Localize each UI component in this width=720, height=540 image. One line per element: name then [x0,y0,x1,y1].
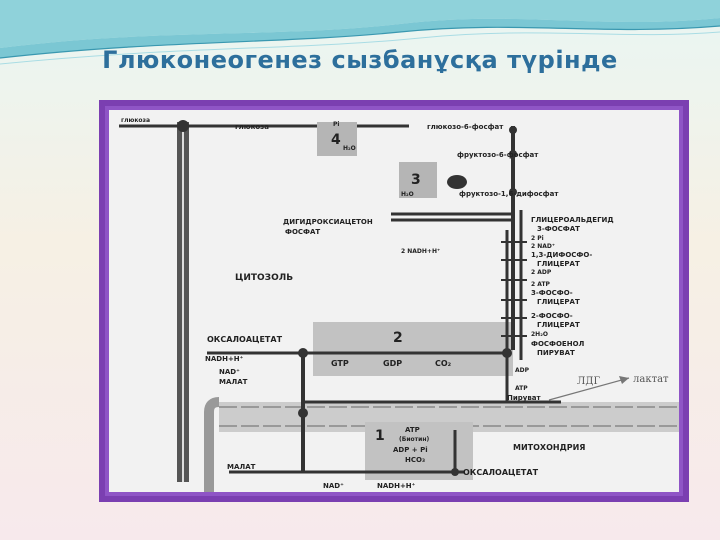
nadh-label: NADH+H⁺ [205,355,244,363]
glucose-outside-label: глюкоза [121,117,150,124]
g3p-label-2: 3-ФОСФАТ [537,225,580,233]
bpg-label-1: 1,3-ДИФОСФО- [531,251,592,259]
step-3-box [399,162,437,198]
lactate-arrowhead [619,376,629,384]
step-4-box [317,122,357,156]
diagram-canvas: 4 3 2 1 глюкоза ЦИТОЗОЛЬ ОКСАЛОАЦЕТАТ NA… [109,110,679,492]
step-4-number: 4 [331,132,341,148]
gtp-label: GTP [331,359,349,368]
pathway-ticks [501,241,527,337]
glucose-label: глюкоза [235,123,269,131]
nadh-mid-label: 2 NADH+H⁺ [401,248,440,255]
decorative-wave [0,0,720,65]
atp2-label: 2 ATP [531,281,551,288]
node [502,348,512,358]
malate-mito-label: МАЛАТ [227,463,256,471]
dhap-label-2: ФОСФАТ [285,228,320,236]
step-2-number: 2 [393,330,403,346]
step-1-number: 1 [375,428,385,444]
nad-bottom-label: NAD⁺ [323,482,344,490]
mito-membrane-curve [204,397,220,492]
node [509,188,517,196]
gluconeogenesis-diagram: 4 3 2 1 глюкоза ЦИТОЗОЛЬ ОКСАЛОАЦЕТАТ NA… [119,117,679,492]
bpg-label-2: ГЛИЦЕРАТ [537,260,580,268]
cytosol-label: ЦИТОЗОЛЬ [235,273,293,283]
pep-label-1: ФОСФОЕНОЛ [531,340,585,348]
co2-label: CO₂ [435,359,452,368]
h2o-2-label: 2H₂O [531,331,548,338]
f16bp-label: фруктозо-1,6-дифосфат [459,190,559,198]
node [451,468,459,476]
slide-title: Глюконеогенез сызбанұсқа түрінде [102,46,618,74]
mitochondria-label: МИТОХОНДРИЯ [513,443,585,452]
pg3-label-2: ГЛИЦЕРАТ [537,298,580,306]
dhap-label-1: ДИГИДРОКСИАЦЕТОН [283,218,373,226]
nad-label: NAD⁺ [219,368,240,376]
pg3-label-1: 3-ФОСФО- [531,289,573,297]
lactate-arrow [548,377,630,401]
gdp-label: GDP [383,359,402,368]
step-3-number: 3 [411,172,421,188]
adp-label: ADP [515,367,530,374]
h2o-top-label: H₂O [343,145,356,152]
biotin-label: (Биотин) [399,436,429,443]
g6p-label: глюкозо-6-фосфат [427,123,504,131]
node [509,150,517,158]
diagram-frame: 4 3 2 1 глюкоза ЦИТОЗОЛЬ ОКСАЛОАЦЕТАТ NA… [99,100,689,502]
pg2-label-2: ГЛИЦЕРАТ [537,321,580,329]
malate-label: МАЛАТ [219,378,248,386]
node [298,408,308,418]
nad2-label: 2 NAD⁺ [531,243,555,250]
f6p-label: фруктозо-6-фосфат [457,151,539,159]
g3p-label-1: ГЛИЦЕРОАЛЬДЕГИД [531,216,614,224]
step-2-box [313,322,513,376]
transport-node [177,120,189,132]
hco3-label: HCO₃ [405,456,425,464]
mito-oxaloacetate-label: ОКСАЛОАЦЕТАТ [463,468,539,477]
oxaloacetate-label: ОКСАЛОАЦЕТАТ [207,335,283,344]
pg2-label-1: 2-ФОСФО- [531,312,573,320]
pi-top-label: Pi [333,121,339,128]
pyruvate-label: Пируват [507,394,541,402]
nadh-bottom-label: NADH+H⁺ [377,482,416,490]
node [509,126,517,134]
pep-label-2: ПИРУВАТ [537,349,575,357]
phosphatase-marker [447,175,467,189]
adp-pi-label: ADP + Pi [393,446,428,454]
node [298,348,308,358]
adp2-label: 2 ADP [531,269,552,276]
pi2-label: 2 Pi [531,235,544,242]
atp-label: ATP [515,385,528,392]
ldg-label: ЛДГ [577,376,600,387]
h2o-mid-label: H₂O [401,191,414,198]
lactate-label: лактат [633,374,669,385]
mito-atp-label: ATP [405,426,420,434]
